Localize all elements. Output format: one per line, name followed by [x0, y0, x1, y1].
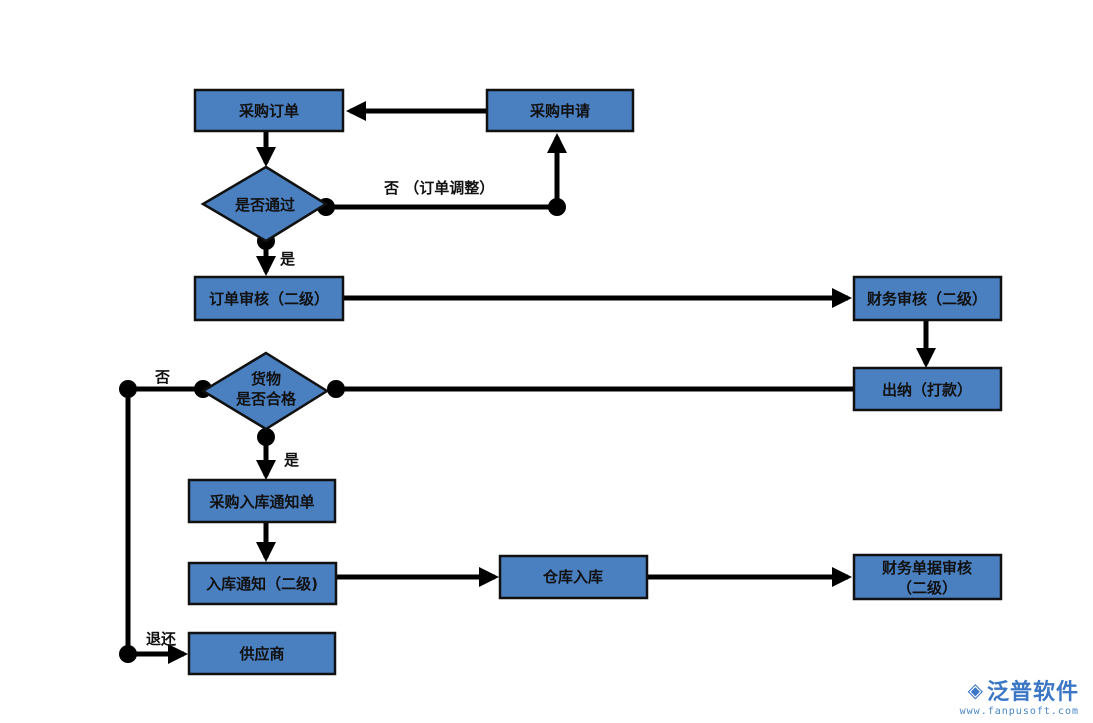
junction-dot	[257, 428, 275, 446]
decision-approved: 是否通过	[200, 165, 329, 243]
node-purchase-request: 采购申请	[485, 88, 635, 133]
node-cashier-payment: 出纳（打款）	[852, 366, 1003, 412]
node-finance-doc-review: 财务单据审核 （二级）	[852, 553, 1003, 601]
label-return: 退还	[146, 630, 177, 648]
logo-brand: 泛普软件	[986, 680, 1079, 705]
node-inbound-notice: 入库通知（二级)	[187, 561, 338, 606]
logo-icon: ◈	[967, 678, 983, 702]
connectors	[125, 101, 936, 664]
node-label: 入库通知（二级)	[206, 575, 318, 593]
node-purchase-order: 采购订单	[193, 88, 345, 133]
junction-dot	[119, 380, 137, 398]
node-label: 采购订单	[238, 102, 299, 120]
node-label: （二级）	[897, 579, 957, 597]
node-label: 财务单据审核	[882, 559, 972, 577]
node-label: 采购申请	[529, 102, 590, 120]
node-supplier: 供应商	[187, 631, 337, 676]
node-label: 是否通过	[234, 196, 295, 214]
node-label: 订单审核（二级）	[209, 290, 329, 308]
label-no-adjust: 否 （订单调整）	[383, 179, 494, 197]
node-label: 财务审核（二级）	[867, 290, 987, 308]
node-label: 采购入库通知单	[208, 493, 314, 511]
label-no-goods: 否	[154, 368, 170, 386]
node-label: 仓库入库	[542, 568, 603, 586]
node-purchase-inbound-notice: 采购入库通知单	[187, 478, 337, 524]
junction-dot	[327, 380, 345, 398]
junction-dots	[119, 198, 566, 663]
node-label: 供应商	[238, 645, 284, 663]
junction-dot	[548, 198, 566, 216]
label-yes-goods: 是	[283, 451, 300, 469]
node-label: 是否合格	[235, 390, 297, 408]
label-yes-approved: 是	[279, 250, 296, 268]
decision-goods-qualified: 货物 是否合格	[200, 351, 330, 431]
node-label: 货物	[251, 370, 281, 388]
node-warehouse-inbound: 仓库入库	[498, 554, 649, 600]
brand-logo: ◈ 泛普软件 www.fanpusoft.com	[960, 674, 1079, 717]
junction-dot	[119, 645, 137, 663]
node-finance-review: 财务审核（二级）	[852, 275, 1003, 322]
node-label: 出纳（打款）	[882, 381, 972, 399]
node-order-review: 订单审核（二级）	[193, 275, 345, 322]
logo-url: www.fanpusoft.com	[959, 706, 1079, 717]
